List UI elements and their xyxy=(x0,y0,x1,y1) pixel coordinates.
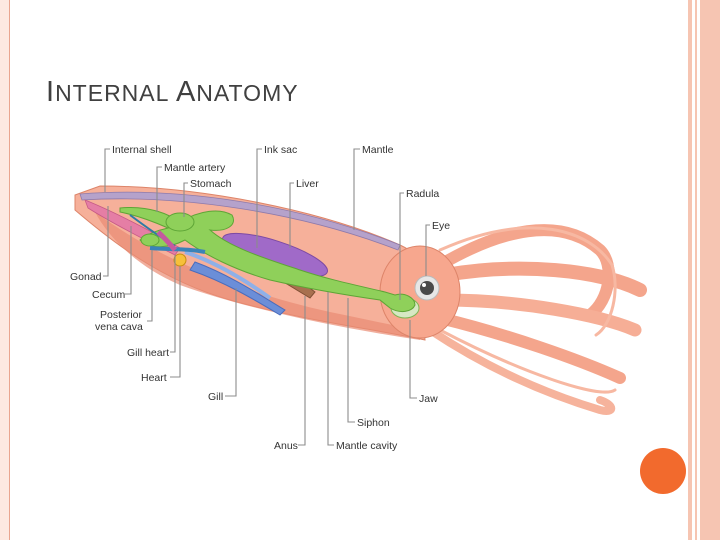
left-border-stripe xyxy=(0,0,10,540)
label-ink-sac: Ink sac xyxy=(264,144,297,156)
label-gill: Gill xyxy=(208,391,223,403)
label-mantle-cavity: Mantle cavity xyxy=(336,440,398,452)
label-gill-heart: Gill heart xyxy=(127,347,169,359)
label-internal-shell: Internal shell xyxy=(112,144,172,156)
gill-heart xyxy=(156,230,177,252)
label-posterior-vena-cava-line2: vena cava xyxy=(95,321,143,333)
label-jaw: Jaw xyxy=(419,393,438,405)
label-liver: Liver xyxy=(296,178,319,190)
heart xyxy=(173,253,187,267)
digestive-system xyxy=(119,206,416,313)
squid-head xyxy=(379,245,461,339)
accent-circle xyxy=(640,448,686,494)
right-border-stripe xyxy=(695,0,697,540)
label-cecum: Cecum xyxy=(92,289,126,301)
label-mantle-artery: Mantle artery xyxy=(164,162,226,174)
label-heart: Heart xyxy=(141,372,167,384)
label-siphon: Siphon xyxy=(357,417,390,429)
label-mantle: Mantle xyxy=(362,144,394,156)
slide-title: INTERNAL ANATOMY xyxy=(46,76,299,108)
posterior-vena-cava xyxy=(149,246,206,254)
leader-lines xyxy=(103,148,430,446)
squid-tentacles xyxy=(426,224,647,415)
label-eye: Eye xyxy=(432,220,450,232)
label-posterior-vena-cava: Posterior xyxy=(100,309,143,321)
right-border-stripe xyxy=(688,0,692,540)
internal-shell xyxy=(79,191,401,251)
gill xyxy=(189,261,286,316)
label-anus: Anus xyxy=(274,440,298,452)
label-radula: Radula xyxy=(406,188,439,200)
right-border-stripe xyxy=(700,0,720,540)
label-stomach: Stomach xyxy=(190,178,232,190)
diagram-labels: Internal shell Mantle artery Stomach Ink… xyxy=(70,144,450,452)
label-gonad: Gonad xyxy=(70,271,102,283)
